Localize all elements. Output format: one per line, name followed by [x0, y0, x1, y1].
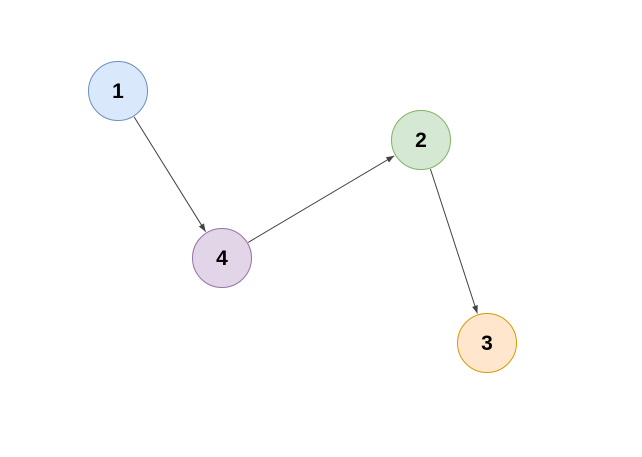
edge-1-4[interactable]: [133, 116, 207, 232]
edge-2-3[interactable]: [429, 168, 478, 314]
node-2[interactable]: 2: [391, 110, 451, 170]
edge-4-2[interactable]: [247, 155, 395, 243]
node-1[interactable]: 1: [88, 61, 148, 121]
node-label: 4: [216, 246, 228, 270]
node-3[interactable]: 3: [457, 313, 517, 373]
node-4[interactable]: 4: [192, 228, 252, 288]
node-label: 3: [481, 331, 493, 355]
node-label: 2: [415, 128, 427, 152]
node-label: 1: [112, 79, 124, 103]
